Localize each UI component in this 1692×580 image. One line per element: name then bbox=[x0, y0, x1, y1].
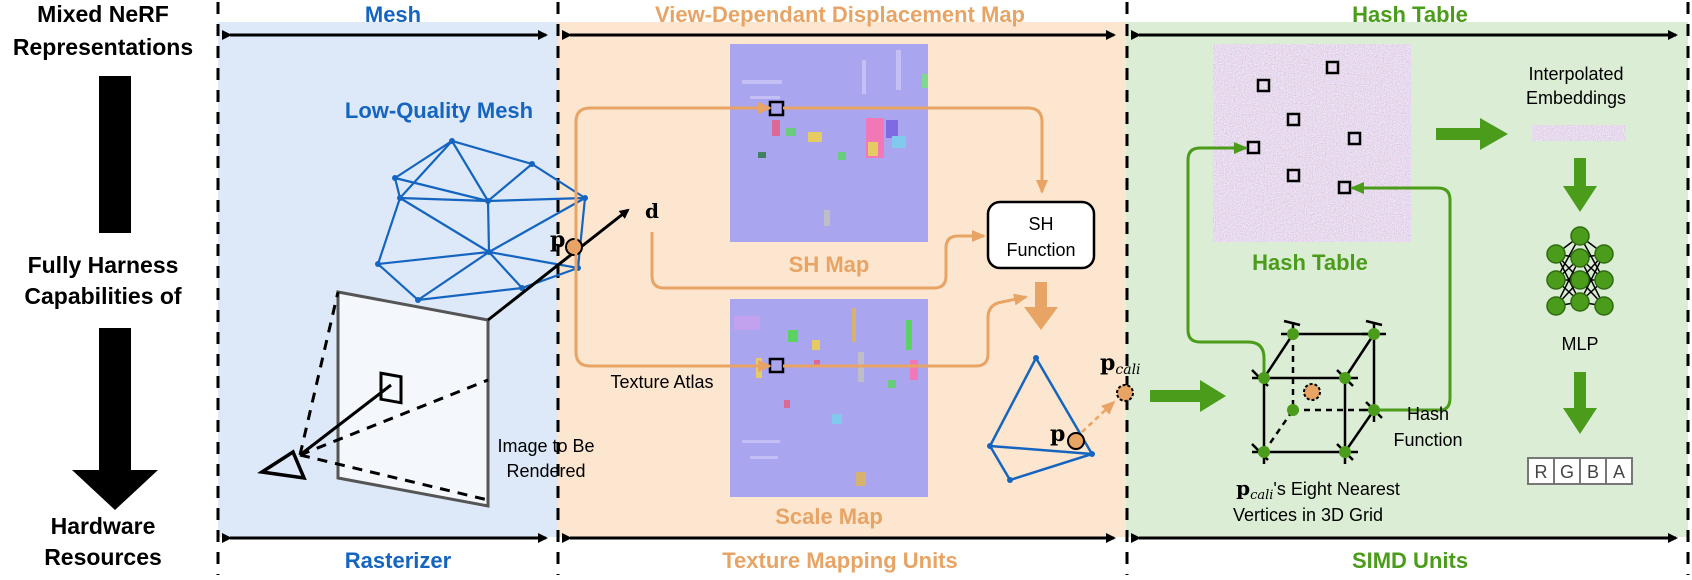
left-down-arrow bbox=[72, 328, 158, 510]
rgba-g: G bbox=[1560, 462, 1574, 482]
hash-table-entries bbox=[1246, 60, 1362, 195]
rgba-a: A bbox=[1613, 462, 1625, 482]
vertices-label-line1: pcali's Eight Nearest bbox=[1236, 476, 1400, 503]
low-quality-mesh-label: Low-Quality Mesh bbox=[345, 98, 533, 123]
scale-map-texture bbox=[730, 299, 928, 497]
interpolated-embedding-strip bbox=[1532, 125, 1626, 141]
sh-function-label-2: Function bbox=[1006, 240, 1075, 260]
vddm-title: View-Dependant Displacement Map bbox=[655, 2, 1025, 27]
hash-table-image bbox=[1213, 44, 1411, 242]
mlp-out-arrow bbox=[1563, 372, 1597, 434]
mesh-title: Mesh bbox=[365, 2, 421, 27]
displaced-point bbox=[1067, 432, 1085, 450]
embedding-arrow bbox=[1436, 118, 1508, 150]
hash-function-label-2: Function bbox=[1393, 430, 1462, 450]
rgba-output: R G B A bbox=[1527, 457, 1633, 485]
mesh-point bbox=[565, 238, 583, 256]
scale-map-label: Scale Map bbox=[775, 504, 883, 529]
hash-table-label: Hash Table bbox=[1252, 250, 1368, 275]
calibration-arrow bbox=[1081, 400, 1116, 433]
texture-atlas-label: Texture Atlas bbox=[610, 372, 713, 392]
rgba-r: R bbox=[1535, 462, 1548, 482]
left-bottom-label-1: Hardware bbox=[51, 513, 156, 539]
rasterizer-title: Rasterizer bbox=[345, 548, 452, 573]
calibrated-point bbox=[1116, 384, 1134, 402]
hash-input-arrow bbox=[1150, 380, 1226, 412]
left-top-label-1: Mixed NeRF bbox=[37, 1, 169, 27]
query-point bbox=[1303, 383, 1321, 401]
left-middle-label-1: Fully Harness bbox=[28, 252, 179, 278]
image-to-be-rendered-label-2: Rendered bbox=[506, 461, 585, 481]
image-plane bbox=[336, 290, 490, 508]
vertices-label-line2: Vertices in 3D Grid bbox=[1233, 505, 1383, 525]
simd-units-title: SIMD Units bbox=[1352, 548, 1468, 573]
interpolated-label-1: Interpolated bbox=[1528, 64, 1623, 84]
sh-map-label: SH Map bbox=[789, 252, 870, 277]
rgba-b: B bbox=[1587, 462, 1599, 482]
mlp-label: MLP bbox=[1561, 334, 1598, 354]
section-dividers bbox=[216, 2, 1690, 575]
image-pixel bbox=[379, 371, 403, 405]
mesh-point-label: p bbox=[550, 227, 565, 253]
left-column: Mixed NeRF Representations Fully Harness… bbox=[13, 1, 193, 570]
left-upper-bar bbox=[99, 76, 131, 233]
mesh-vertices bbox=[375, 138, 588, 303]
camera-icon bbox=[257, 449, 307, 481]
vddm-down-arrow bbox=[1024, 282, 1058, 330]
low-quality-mesh bbox=[376, 139, 587, 302]
hash-function-label-1: Hash bbox=[1407, 404, 1449, 424]
sh-function-label-1: SH bbox=[1028, 214, 1053, 234]
sh-function-box bbox=[986, 200, 1096, 270]
displaced-triangle-vertices bbox=[987, 355, 1095, 483]
left-bottom-label-2: Resources bbox=[44, 544, 162, 570]
left-top-label-2: Representations bbox=[13, 34, 193, 60]
texture-mapping-units-title: Texture Mapping Units bbox=[722, 548, 958, 573]
hash-table-title: Hash Table bbox=[1352, 2, 1468, 27]
left-middle-label-2: Capabilities of bbox=[24, 283, 182, 309]
image-to-be-rendered-label-1: Image to Be bbox=[497, 436, 594, 456]
span-arrows bbox=[222, 30, 1678, 543]
hash-lookup-lines bbox=[1186, 142, 1452, 412]
mlp-network-icon bbox=[1546, 226, 1614, 316]
displaced-point-label: p bbox=[1050, 421, 1065, 447]
sh-map-texture bbox=[730, 44, 928, 242]
vddm-flow-lines bbox=[574, 102, 1048, 372]
interpolated-label-2: Embeddings bbox=[1526, 88, 1626, 108]
mlp-in-arrow bbox=[1563, 158, 1597, 212]
camera-frustum bbox=[298, 208, 630, 502]
direction-label: d bbox=[645, 199, 659, 223]
calibrated-point-label: pcali bbox=[1100, 350, 1141, 378]
